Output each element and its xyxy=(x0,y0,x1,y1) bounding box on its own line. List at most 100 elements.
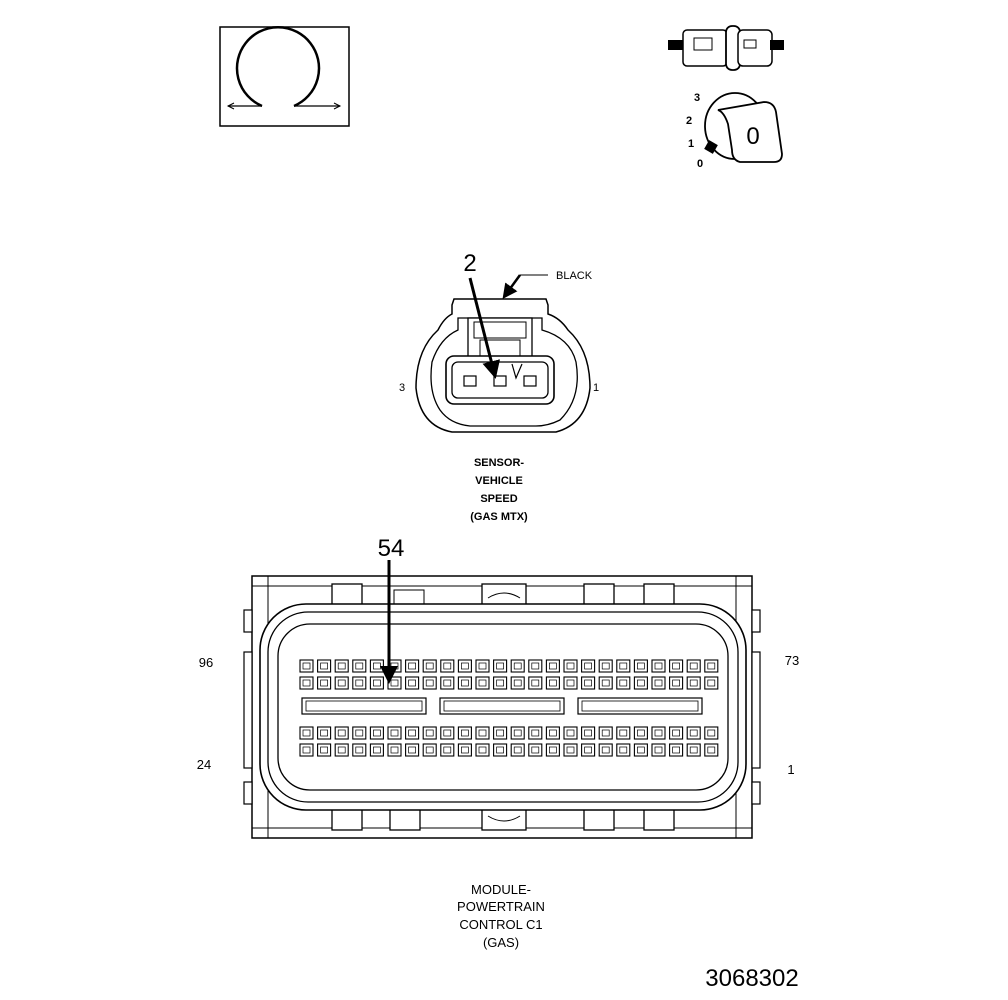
pin-cavity xyxy=(528,743,543,757)
pin-terminal xyxy=(443,662,452,670)
pin-terminal xyxy=(637,679,645,687)
pin-terminal xyxy=(355,679,364,687)
pin-terminal xyxy=(337,679,346,687)
pin-cavity xyxy=(528,676,543,690)
pin-cavity xyxy=(616,676,631,690)
pin-cavity xyxy=(616,659,631,673)
pin-terminal xyxy=(513,729,522,737)
pin-cavity xyxy=(651,659,666,673)
pin-terminal xyxy=(531,662,540,670)
pin-terminal xyxy=(320,679,328,687)
pin-terminal xyxy=(408,662,416,670)
pin-cavity xyxy=(457,743,472,757)
pin-terminal xyxy=(390,746,399,754)
pin-cavity xyxy=(651,676,666,690)
pin-terminal xyxy=(425,662,434,670)
pin-cavity xyxy=(440,743,455,757)
ignition-key-icon: 0 3 2 1 0 xyxy=(686,92,783,170)
pin-terminal xyxy=(566,662,575,670)
pin-terminal xyxy=(425,679,434,687)
pin-cavity xyxy=(510,743,525,757)
pin-cavity xyxy=(317,659,332,673)
pin-terminal xyxy=(601,746,610,754)
pin-cavity xyxy=(545,676,560,690)
pin-terminal xyxy=(619,662,628,670)
connector-color-label: BLACK xyxy=(556,270,593,282)
pin-cavity xyxy=(704,676,719,690)
pin-cavity xyxy=(598,659,613,673)
pin-cavity xyxy=(581,726,596,740)
pin-cavity xyxy=(598,743,613,757)
pin-terminal xyxy=(707,729,716,737)
pin-cavity xyxy=(704,659,719,673)
pin-terminal xyxy=(337,662,346,670)
pin-terminal xyxy=(549,662,557,670)
pin-cavity xyxy=(369,659,384,673)
key-position-1: 1 xyxy=(688,138,694,150)
pin-cavity xyxy=(457,659,472,673)
pin-cavity xyxy=(440,659,455,673)
pin-cavity xyxy=(669,659,684,673)
pin-terminal xyxy=(408,729,416,737)
pin-cavity xyxy=(422,659,437,673)
pin-terminal xyxy=(443,679,452,687)
pin-cavity xyxy=(686,676,701,690)
pin-cavity xyxy=(633,659,648,673)
pin-cavity xyxy=(651,726,666,740)
connector-title-line: MODULE- xyxy=(471,882,531,897)
pin-cavity xyxy=(686,659,701,673)
connector-title-line: SENSOR- xyxy=(474,457,524,469)
pin-cavity xyxy=(616,726,631,740)
pin-cavity xyxy=(493,659,508,673)
pin-terminal xyxy=(531,679,540,687)
pin-cavity xyxy=(440,726,455,740)
pin-cavity xyxy=(493,743,508,757)
pin-cavity xyxy=(475,743,490,757)
pin-terminal xyxy=(601,729,610,737)
pin-terminal xyxy=(601,662,610,670)
pin-terminal xyxy=(707,679,716,687)
pin-cavity xyxy=(704,743,719,757)
pin-cavity xyxy=(457,726,472,740)
pin-terminal xyxy=(654,746,663,754)
pin-cavity xyxy=(369,676,384,690)
pin-terminal xyxy=(672,746,680,754)
pin-terminal xyxy=(408,746,416,754)
pin-terminal xyxy=(707,746,716,754)
pin-cavity xyxy=(405,743,420,757)
pin-terminal xyxy=(302,729,311,737)
pin-cavity xyxy=(510,726,525,740)
pin-terminal xyxy=(689,729,698,737)
pin-terminal xyxy=(337,729,346,737)
pin-terminal xyxy=(443,746,452,754)
pin-terminal xyxy=(654,729,663,737)
pin-terminal xyxy=(355,662,364,670)
pin-terminal xyxy=(443,729,452,737)
pin-cavity xyxy=(545,659,560,673)
pin-cavity xyxy=(440,676,455,690)
cavity-callout-2: 2 xyxy=(463,250,476,277)
connector-title-line: SPEED xyxy=(480,493,517,505)
pin-terminal xyxy=(549,729,557,737)
pin-terminal xyxy=(619,746,628,754)
pin-cavity xyxy=(669,676,684,690)
pin-terminal xyxy=(337,746,346,754)
pin-cavity xyxy=(510,659,525,673)
pin-cavity xyxy=(545,743,560,757)
pin-terminal xyxy=(601,679,610,687)
pin-cavity xyxy=(422,726,437,740)
pin-terminal xyxy=(513,662,522,670)
pin-cavity xyxy=(581,676,596,690)
pin-cavity xyxy=(405,676,420,690)
pin-cavity xyxy=(493,726,508,740)
ohm-resistance-icon xyxy=(219,26,350,127)
pin-cavity xyxy=(633,726,648,740)
pin-terminal xyxy=(302,746,311,754)
pin-terminal xyxy=(531,746,540,754)
pin-terminal xyxy=(549,746,557,754)
pin-cavity xyxy=(369,743,384,757)
pin-cavity xyxy=(598,726,613,740)
vehicle-speed-sensor-connector xyxy=(415,274,591,433)
pin-terminal xyxy=(496,729,504,737)
